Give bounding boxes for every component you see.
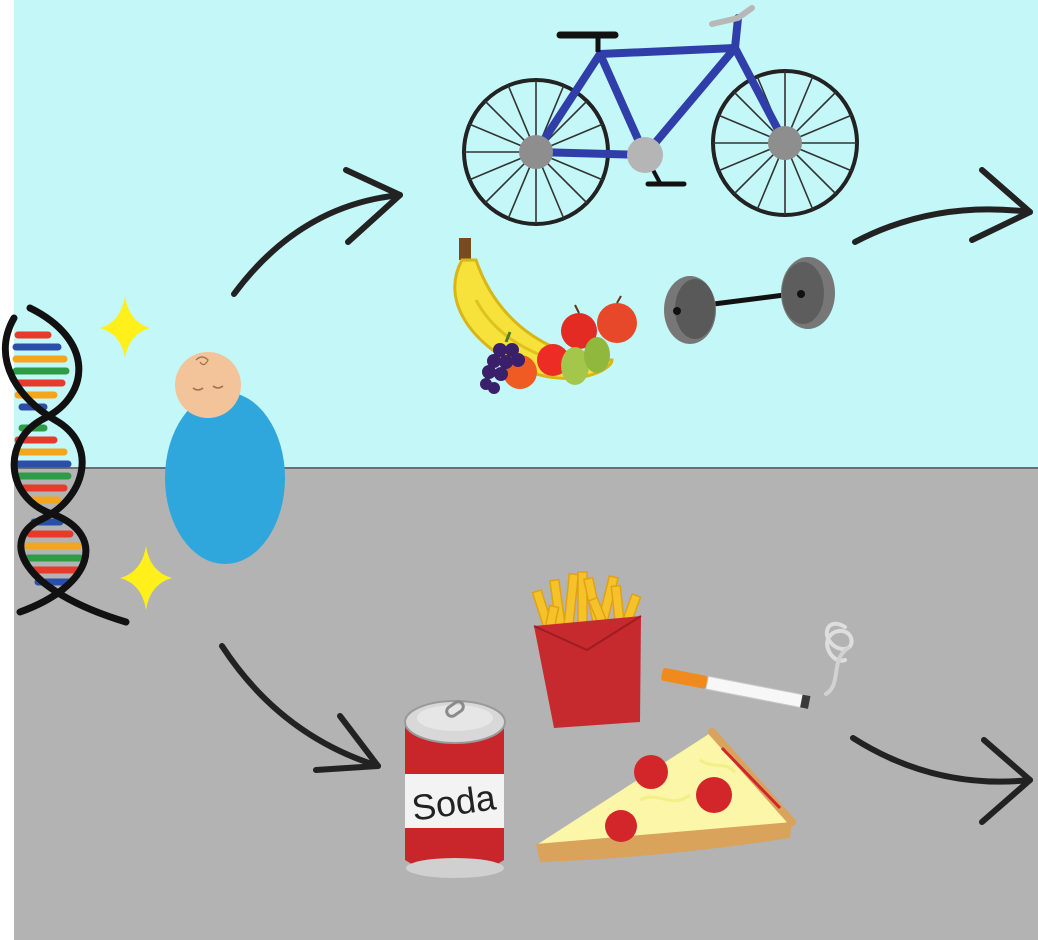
french-fries-icon (531, 571, 642, 728)
cigarette-icon (661, 621, 854, 709)
dna-double-helix-icon (1, 304, 130, 626)
pizza-slice-icon (536, 728, 796, 862)
unhealthy-background (14, 468, 1038, 940)
sparkle-icon (100, 296, 150, 358)
arrow-icon (219, 643, 381, 773)
arrow-icon (231, 167, 403, 297)
fruit-icon (453, 238, 637, 394)
arrow-icon (852, 167, 1033, 245)
bicycle-icon (462, 5, 859, 226)
dumbbell-icon (664, 257, 835, 344)
sparkle-icon (120, 546, 172, 610)
baby-icon (165, 352, 285, 564)
healthy-background (14, 0, 1038, 468)
soda-can-icon: Soda (404, 700, 506, 878)
arrow-icon (850, 735, 1033, 825)
